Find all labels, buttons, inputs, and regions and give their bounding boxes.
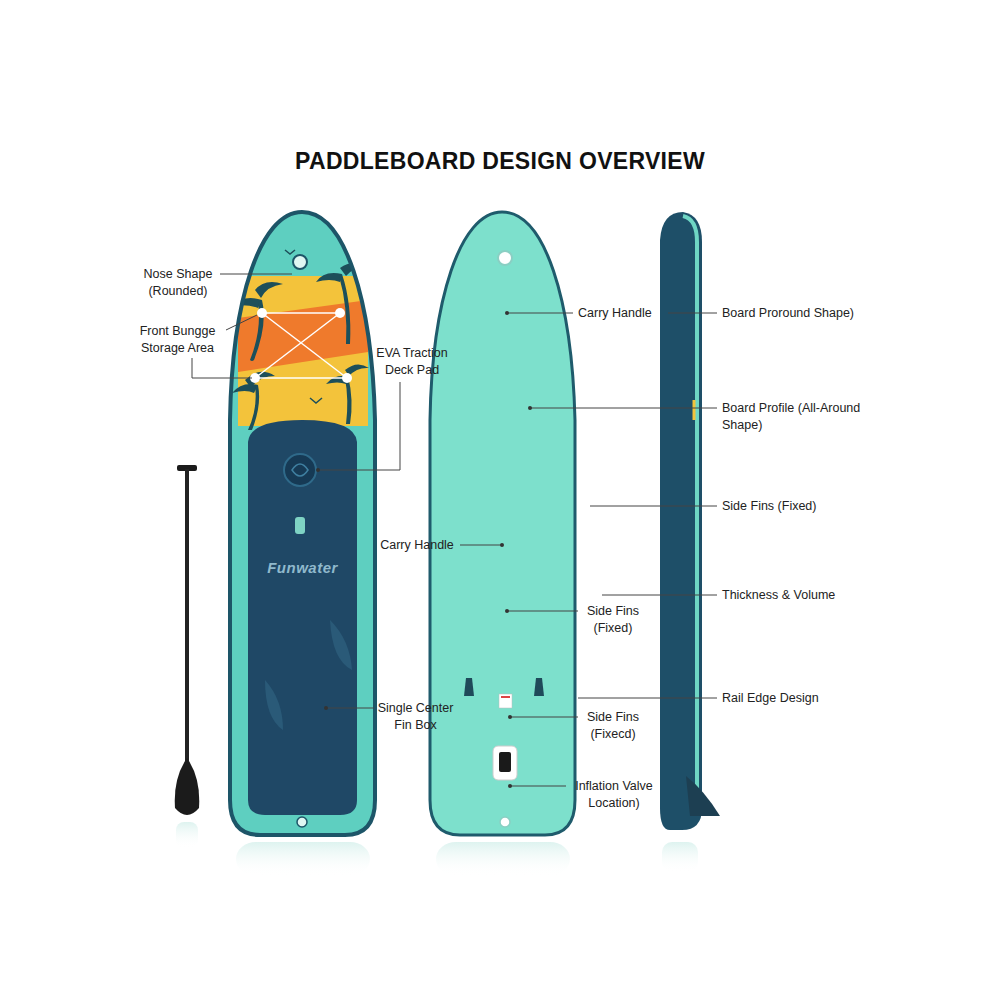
callout-label: Board Proround Shape) (722, 305, 942, 322)
callout-label: Rail Edge Design (722, 690, 892, 707)
callout-label: Inflation Valve Location) (566, 778, 662, 812)
callout-label: Nose Shape (Rounded) (128, 266, 228, 300)
callout-label: EVA Traction Deck Pad (366, 345, 458, 379)
callout-label: Single Center Fin Box (368, 700, 463, 734)
paddle (175, 465, 200, 815)
callout-label: Carry Handle (372, 537, 462, 554)
callout-label: Side Fins (Fixed) (722, 498, 882, 515)
leader-line (192, 274, 717, 786)
callout-label: Carry Handle (578, 305, 698, 322)
brand-logo-text: Funwater (250, 558, 355, 578)
callout-label: Side Fins (Fixecd) (578, 709, 648, 743)
diagram-title: PADDLEBOARD DESIGN OVERVIEW (0, 148, 1000, 175)
callout-label: Board Profile (All-Around Shape) (722, 400, 892, 434)
board-bottom-view (430, 212, 575, 835)
leader-dot (316, 311, 532, 788)
callout-label: Thickness & Volume (722, 587, 892, 604)
callout-label: Side Fins (Fixed) (578, 603, 648, 637)
board-top-view (230, 212, 375, 835)
callout-label: Front Bungge Storage Area (130, 323, 225, 357)
board-side-profile (660, 212, 720, 830)
